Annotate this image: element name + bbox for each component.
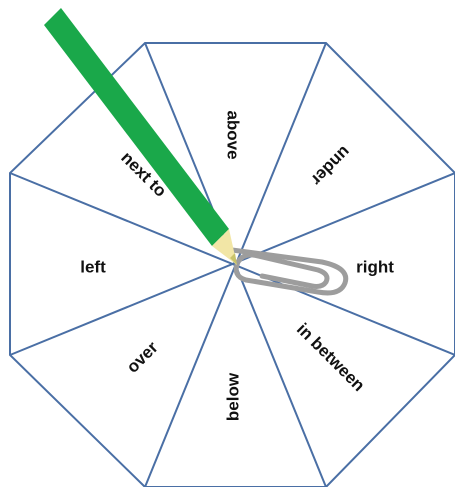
- section-label-above: above: [224, 110, 243, 159]
- section-label-below: below: [223, 372, 242, 421]
- section-label-left: left: [80, 257, 106, 276]
- section-label-right: right: [356, 257, 394, 276]
